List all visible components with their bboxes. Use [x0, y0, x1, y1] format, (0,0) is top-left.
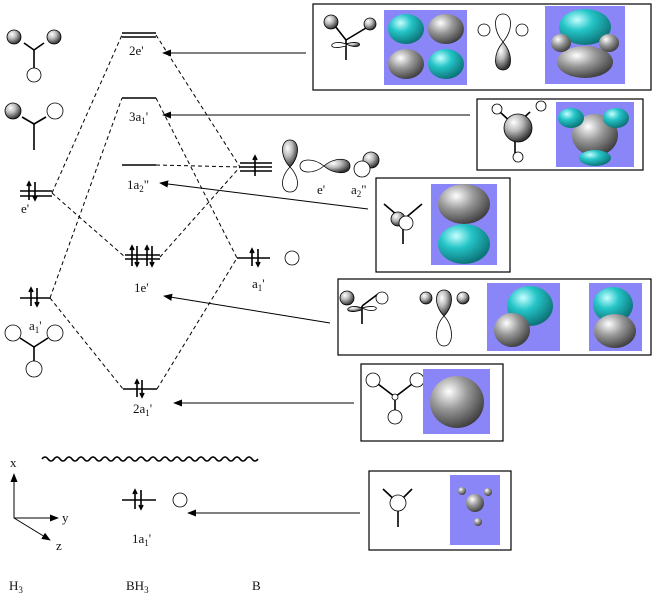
b-2s-level: a1'	[237, 247, 300, 293]
correlation-lines	[49, 34, 241, 390]
h3-e-level: e'	[20, 180, 52, 216]
box-2a1-orbitals	[360, 363, 504, 442]
bh3-2e-label: 2e'	[129, 43, 144, 58]
b-1s-orbital-sketch	[172, 492, 188, 508]
box1-sketch-a	[323, 14, 377, 60]
wavy-separator	[41, 456, 259, 462]
bh3-1e-label: 1e'	[134, 280, 149, 295]
bh3-2e-level: 2e'	[122, 32, 156, 58]
b-2s-orbital-sketch	[284, 250, 300, 266]
b-a1-label: a	[252, 276, 258, 291]
box4-sketch-b	[419, 289, 470, 347]
h3-e-prime-orbital-a-sketch	[6, 29, 62, 83]
bh3-1a2-level: 1a2"	[122, 164, 156, 194]
bh3-3a1-label: 3a	[129, 109, 142, 124]
h3-a-label: a	[29, 318, 35, 333]
h3-e-label: e'	[21, 201, 29, 216]
bh3-1e-level: 1e'	[125, 244, 160, 295]
svg-text:a1': a1'	[252, 276, 265, 293]
b-pz-orbital-sketch	[353, 151, 380, 178]
h3-a1-level: a1'	[20, 286, 50, 335]
box-1a1-orbitals	[368, 470, 512, 551]
column-label-bh3: BH3	[126, 578, 149, 595]
bh3-2a1-level: 2a1'	[123, 378, 157, 418]
bh3-1a1-label: 1a	[132, 531, 145, 546]
box4-sketch-a	[339, 290, 389, 324]
h3-e-prime-orbital-b-sketch	[4, 102, 64, 150]
svg-text:a1': a1'	[29, 318, 42, 335]
bh3-1a1-level: 1a1'	[122, 488, 188, 548]
svg-text:2a1': 2a1'	[133, 401, 152, 418]
b-2p-levels	[240, 154, 272, 176]
box-1e-orbitals	[337, 278, 652, 356]
svg-text:3a1': 3a1'	[129, 109, 148, 126]
bh3-2a1-label: 2a	[133, 401, 146, 416]
b-e-label: e'	[317, 182, 325, 197]
box1-sketch-b	[477, 13, 529, 71]
b-px-orbital-sketch	[282, 139, 298, 193]
bh3-1a2-label: 1a	[127, 177, 140, 192]
column-label-b: B	[252, 578, 261, 593]
h3-a1-orbital-sketch	[4, 324, 64, 378]
box-1a2-orbitals	[375, 177, 511, 273]
axis-z-label: z	[56, 538, 62, 553]
column-label-h3: H3	[9, 578, 23, 595]
box-3a1-orbitals	[476, 98, 644, 171]
svg-text:1a1': 1a1'	[132, 531, 151, 548]
axis-y-label: y	[62, 510, 69, 525]
axis-x-label: x	[10, 455, 17, 470]
b-py-orbital-sketch	[299, 158, 351, 174]
svg-text:1a2": 1a2"	[127, 177, 149, 194]
svg-text:a2": a2"	[351, 182, 367, 199]
coordinate-axes: x y z	[10, 455, 69, 553]
pointer-arrows	[159, 49, 470, 517]
b-a2-label: a	[351, 182, 357, 197]
box-2e-orbitals	[312, 3, 652, 91]
bh3-3a1-level: 3a1'	[122, 97, 156, 126]
